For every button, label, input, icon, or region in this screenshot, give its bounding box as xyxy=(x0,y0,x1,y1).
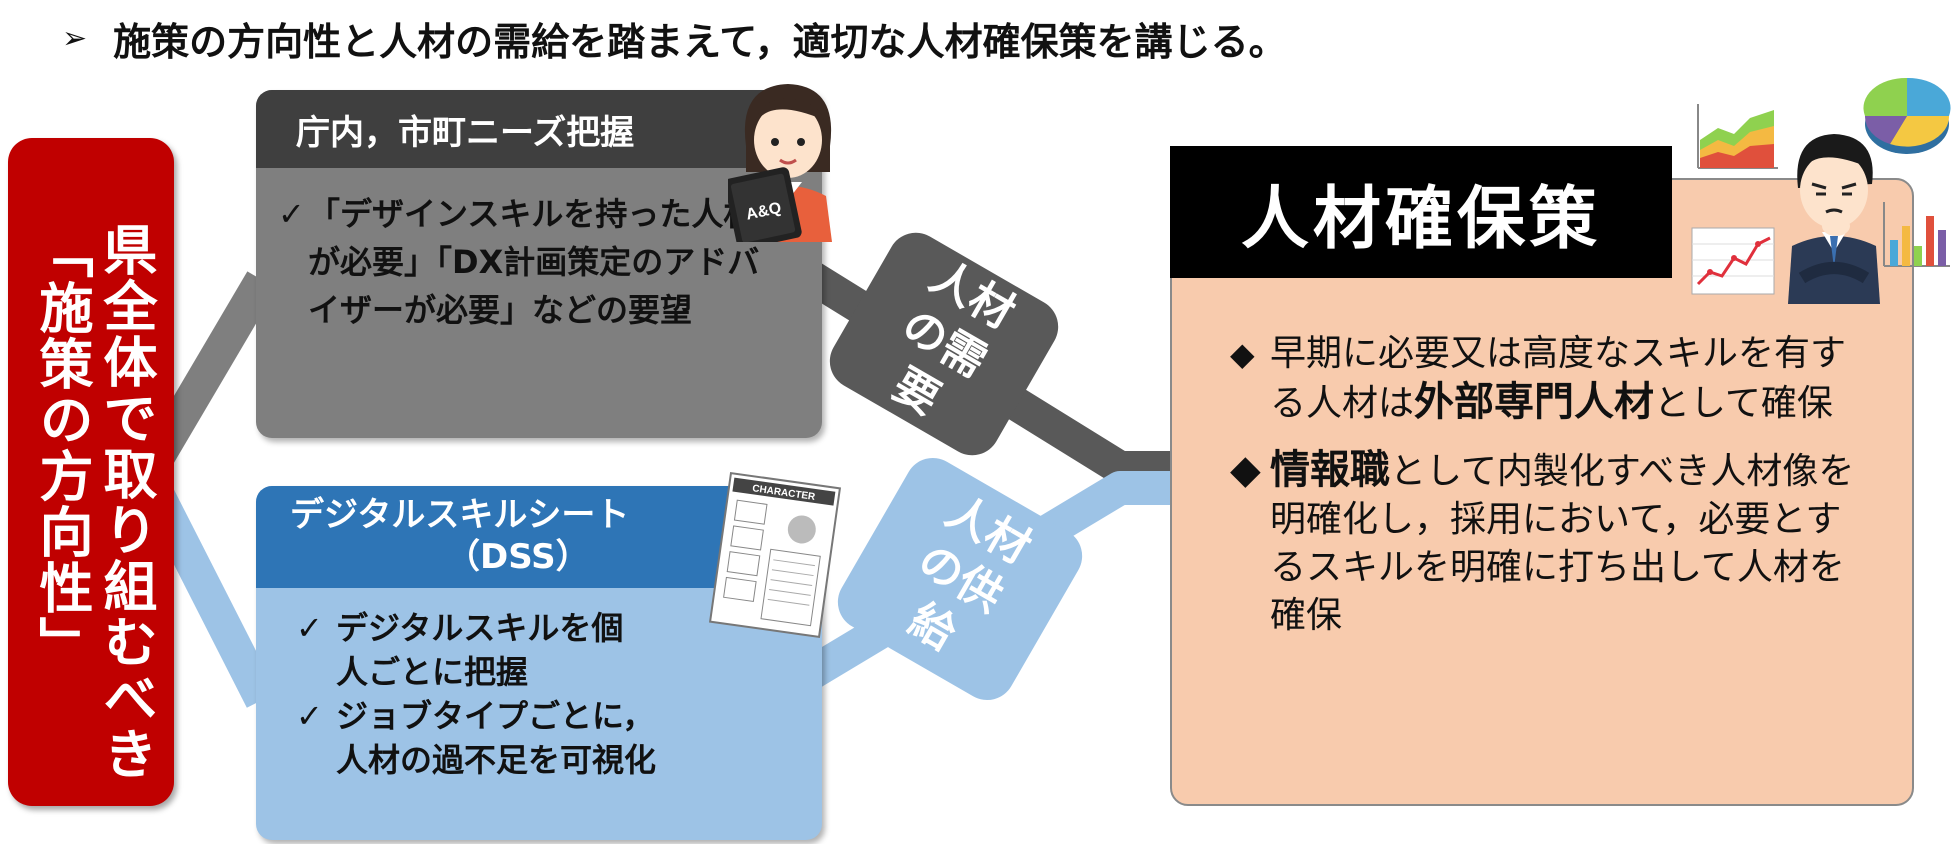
pillar-line-1: 県全体で取り組むべき xyxy=(94,222,157,782)
arrow-bullet-icon: ➢ xyxy=(62,20,88,56)
diamond-bullet-icon: ◆ xyxy=(1230,447,1261,493)
main-title: 人材確保策 xyxy=(1170,146,1672,278)
demand-box-title: 庁内，市町ニーズ把握 xyxy=(256,90,822,168)
measure-text-bold: 外部専門人材 xyxy=(1414,379,1655,425)
measures-list: ◆ 早期に必要又は高度なスキルを有する人材は外部専門人材として確保 ◆ 情報職と… xyxy=(1230,330,1870,658)
character-sheet-icon: CHARACTER xyxy=(708,471,842,639)
measure-text: 情報職として内製化すべき人材像を明確化し，採用において，必要とするスキルを明確に… xyxy=(1270,446,1870,640)
page-header: ➢ 施策の方向性と人材の需給を踏まえて，適切な人材確保策を講じる。 xyxy=(62,10,1287,66)
check-icon: ✓ xyxy=(278,195,305,233)
demand-needs-box: 庁内，市町ニーズ把握 ✓ 「デザインスキルを持った人材が必要」「DX計画策定のア… xyxy=(256,90,822,438)
header-text: 施策の方向性と人材の需給を踏まえて，適切な人材確保策を講じる。 xyxy=(113,19,1287,64)
check-icon: ✓ xyxy=(296,609,323,647)
supply-box-title-line1: デジタルスキルシート xyxy=(290,495,630,535)
supply-box-title-line2: （DSS） xyxy=(446,537,590,577)
diamond-bullet-icon: ◆ xyxy=(1230,335,1255,373)
supply-label-text: 人材の供給 xyxy=(900,485,1040,661)
measure-text-post: として内製化すべき人材像を明確化し，採用において，必要とするスキルを明確に打ち出… xyxy=(1270,451,1855,636)
woman-with-tablet-icon: A&Q xyxy=(728,84,832,242)
thinking-man-icon xyxy=(1788,134,1880,304)
supply-item-text: ジョブタイプごとに，人材の過不足を可視化 xyxy=(336,697,657,779)
supply-item: ✓ ジョブタイプごとに，人材の過不足を可視化 xyxy=(296,694,802,782)
bar-chart-icon xyxy=(1883,202,1950,267)
measure-text: 早期に必要又は高度なスキルを有する人材は外部専門人材として確保 xyxy=(1270,330,1870,428)
demand-box-text: 「デザインスキルを持った人材が必要」「DX計画策定のアドバイザーが必要」などの要… xyxy=(308,195,760,329)
check-icon: ✓ xyxy=(296,697,323,735)
area-chart-icon xyxy=(1697,104,1778,169)
pie-chart-icon xyxy=(1863,77,1951,154)
measure-text-pre: 早期に必要又は高度なスキルを有する人材は xyxy=(1270,333,1847,424)
measure-text-bold: 情報職 xyxy=(1270,447,1390,493)
pillar-line-2: 「施策の方向性」 xyxy=(30,224,93,672)
policy-direction-pillar: 県全体で取り組むべき 「施策の方向性」 xyxy=(8,138,174,806)
measure-text-post: として確保 xyxy=(1654,383,1833,424)
supply-item-text: デジタルスキルを個人ごとに把握 xyxy=(336,609,624,691)
measure-item: ◆ 情報職として内製化すべき人材像を明確化し，採用において，必要とするスキルを明… xyxy=(1230,446,1870,640)
line-chart-icon xyxy=(1691,227,1775,295)
supply-item: ✓ デジタルスキルを個人ごとに把握 xyxy=(296,606,802,694)
measure-item: ◆ 早期に必要又は高度なスキルを有する人材は外部専門人材として確保 xyxy=(1230,330,1870,428)
